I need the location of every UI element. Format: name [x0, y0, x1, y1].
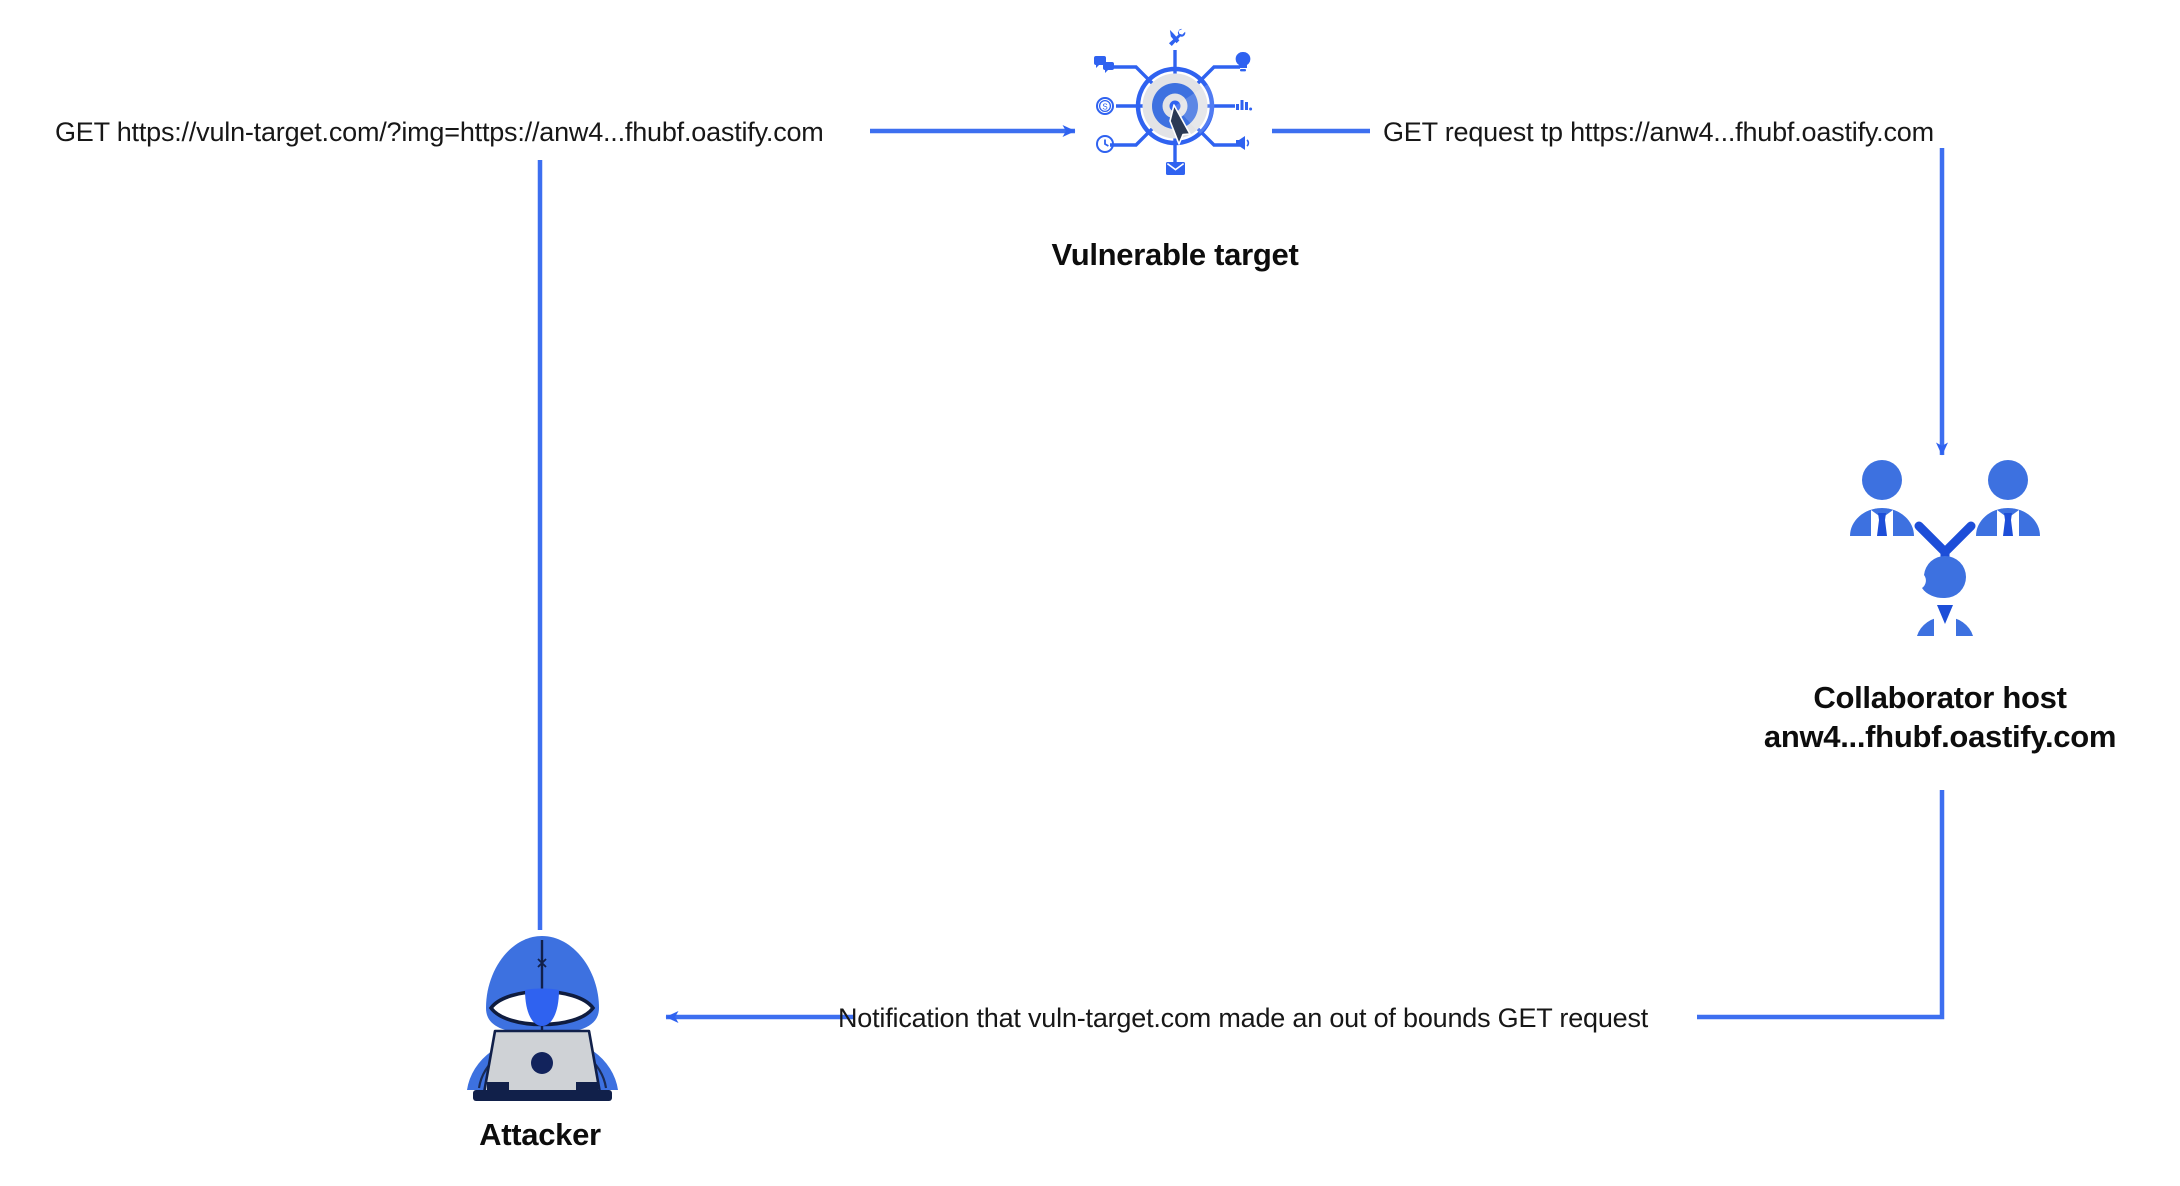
- edge-label-attacker-to-target: GET https://vuln-target.com/?img=https:/…: [55, 117, 824, 147]
- wire-notification-to-attacker: [665, 790, 1945, 1023]
- person-right: [1976, 460, 2040, 536]
- edge-label-target-to-collaborator: GET request tp https://anw4...fhubf.oast…: [1383, 117, 1934, 147]
- target-bullseye-icon: S: [1090, 22, 1260, 187]
- node-label-collaborator-host: Collaborator host anw4...fhubf.oastify.c…: [1700, 679, 2180, 757]
- edge-label-collaborator-to-attacker: Notification that vuln-target.com made a…: [838, 1003, 1649, 1033]
- people-group-icon: [1845, 458, 2045, 643]
- svg-text:S: S: [1102, 102, 1107, 111]
- collaborator-label-line1: Collaborator host: [1813, 680, 2067, 715]
- person-bottom: [1917, 555, 1973, 636]
- collaborator-label-line2: anw4...fhubf.oastify.com: [1763, 718, 2117, 754]
- person-left: [1850, 460, 1914, 536]
- hacker-hoodie-laptop-icon: [455, 930, 630, 1105]
- node-label-vulnerable-target: Vulnerable target: [1051, 237, 1299, 272]
- node-label-attacker: Attacker: [479, 1117, 601, 1152]
